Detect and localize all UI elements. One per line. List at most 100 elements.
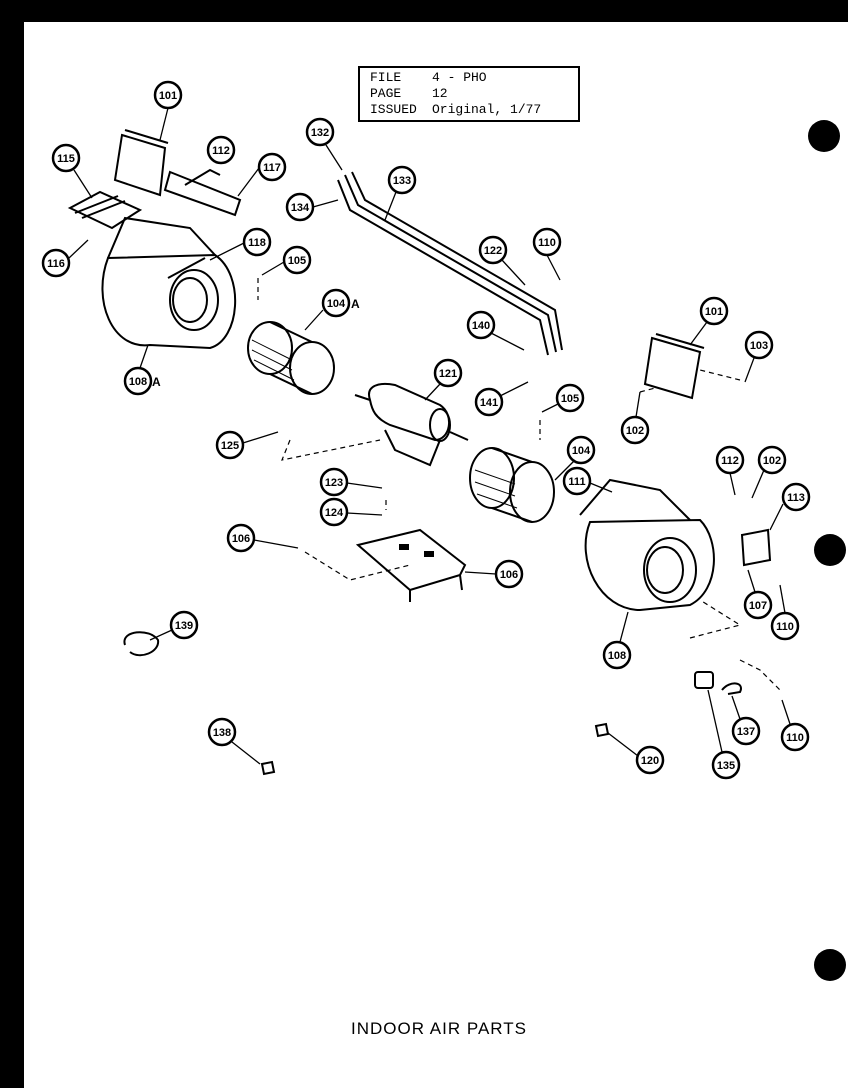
part-138: [260, 760, 276, 776]
blower-wheel-left: [247, 321, 335, 395]
svg-text:102: 102: [763, 455, 781, 467]
motor: [354, 382, 469, 467]
page-label: PAGE: [370, 86, 402, 101]
callout-133: 133: [387, 165, 417, 195]
svg-text:104: 104: [572, 445, 591, 457]
callout-117: 117: [257, 152, 287, 182]
clip-135: [694, 671, 742, 695]
svg-text:121: 121: [439, 368, 457, 380]
callout-135: 135: [711, 750, 741, 780]
callout-120: 120: [635, 745, 665, 775]
svg-text:137: 137: [737, 726, 755, 738]
plate-117: [163, 168, 242, 217]
callout-106b: 106: [494, 559, 524, 589]
svg-text:106: 106: [232, 533, 250, 545]
svg-text:102: 102: [626, 425, 644, 437]
callout-141: 141: [474, 387, 504, 417]
callout-105a: 105: [282, 245, 312, 275]
callout-110a: 110: [532, 227, 562, 257]
svg-text:110: 110: [538, 237, 556, 249]
svg-text:138: 138: [213, 727, 231, 739]
callout-137: 137: [731, 716, 761, 746]
motor-mount: [355, 528, 467, 602]
dashed-leaders: [257, 278, 781, 691]
svg-text:123: 123: [325, 477, 343, 489]
callout-leaders: [68, 107, 791, 765]
callout-101a: 101: [153, 80, 183, 110]
callout-108a-suffix: A: [152, 375, 161, 389]
svg-text:108: 108: [129, 376, 147, 388]
punch-hole-middle: [814, 534, 846, 566]
svg-text:120: 120: [641, 755, 659, 767]
issued-label: ISSUED: [370, 102, 417, 117]
svg-text:101: 101: [705, 306, 723, 318]
svg-text:111: 111: [568, 476, 585, 488]
blower-housing-left: [101, 216, 236, 350]
callout-122: 122: [478, 235, 508, 265]
svg-text:112: 112: [212, 145, 230, 157]
callout-134: 134: [285, 192, 315, 222]
svg-text:103: 103: [750, 340, 768, 352]
svg-text:116: 116: [47, 258, 65, 270]
svg-text:115: 115: [57, 153, 75, 165]
svg-text:118: 118: [248, 237, 266, 249]
callout-115: 115: [51, 143, 81, 173]
punch-hole-top: [808, 120, 840, 152]
callout-104a-suffix: A: [351, 297, 360, 311]
callout-110c: 110: [780, 722, 810, 752]
callout-140: 140: [466, 310, 496, 340]
diagram-caption: INDOOR AIR PARTS: [351, 1019, 527, 1038]
svg-text:133: 133: [393, 175, 411, 187]
callout-125: 125: [215, 430, 245, 460]
callout-124: 124: [319, 497, 349, 527]
callout-139: 139: [169, 610, 199, 640]
callout-104b: 104: [566, 435, 596, 465]
callout-116: 116: [41, 248, 71, 278]
svg-text:110: 110: [776, 621, 794, 633]
callout-101b: 101: [699, 296, 729, 326]
svg-text:132: 132: [311, 127, 329, 139]
support-rods: [337, 171, 563, 356]
svg-text:107: 107: [749, 600, 767, 612]
svg-text:140: 140: [472, 320, 490, 332]
callout-121: 121: [433, 358, 463, 388]
svg-text:141: 141: [480, 397, 498, 409]
svg-text:108: 108: [608, 650, 626, 662]
svg-text:105: 105: [561, 393, 579, 405]
callout-103: 103: [744, 330, 774, 360]
svg-text:110: 110: [786, 732, 804, 744]
callout-106: 106: [226, 523, 256, 553]
svg-text:104: 104: [327, 298, 346, 310]
callout-123: 123: [319, 467, 349, 497]
callout-112b: 112: [715, 445, 745, 475]
svg-text:124: 124: [325, 507, 344, 519]
callout-110b: 110: [770, 611, 800, 641]
callout-132: 132: [305, 117, 335, 147]
svg-text:125: 125: [221, 440, 239, 452]
filter-strip: [67, 190, 143, 230]
diagram-sheet: [24, 22, 848, 1088]
callout-113: 113: [781, 482, 811, 512]
page-value: 12: [432, 86, 448, 101]
callout-102b: 102: [757, 445, 787, 475]
page-row: PAGE 12: [370, 86, 578, 102]
blower-wheel-right: [469, 447, 555, 523]
callout-108a: 108: [123, 366, 153, 396]
punch-hole-bottom: [814, 949, 846, 981]
callout-108: 108: [602, 640, 632, 670]
svg-text:113: 113: [787, 492, 805, 504]
relay-bracket: [740, 528, 772, 567]
callout-138: 138: [207, 717, 237, 747]
file-label: FILE: [370, 70, 402, 85]
svg-text:106: 106: [500, 569, 518, 581]
callout-107: 107: [743, 590, 773, 620]
callout-118: 118: [242, 227, 272, 257]
callout-104a: 104: [321, 288, 351, 318]
callout-111: 111: [562, 466, 592, 496]
part-120: [594, 722, 610, 738]
